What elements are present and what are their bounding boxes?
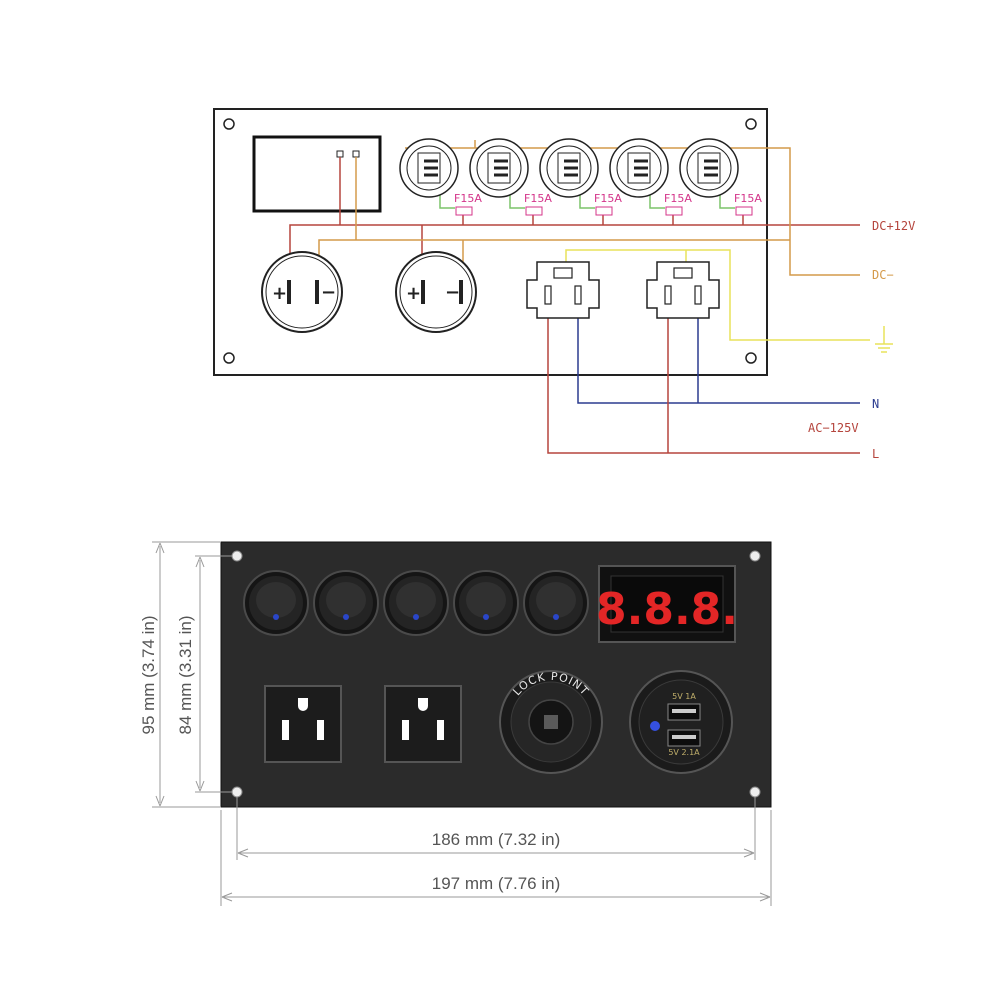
led-indicator <box>483 614 489 620</box>
wire-neutral <box>577 318 860 404</box>
voltmeter-terminal <box>336 150 344 158</box>
screw-hole <box>231 786 243 798</box>
dimension-width-inner: 186 mm (7.32 in) <box>432 830 561 849</box>
socket-positive-label: + <box>406 283 421 304</box>
wire-switch-link <box>439 190 455 209</box>
dc-socket: + − <box>261 251 343 333</box>
fuse-label: F15A <box>454 192 482 205</box>
led-indicator <box>343 614 349 620</box>
led-indicator <box>273 614 279 620</box>
mount-hole <box>745 118 757 130</box>
dimension-height-inner: 84 mm (3.31 in) <box>176 615 195 734</box>
led-indicator <box>553 614 559 620</box>
rocker-switch <box>539 138 599 198</box>
label-dc-negative: DC− <box>872 268 894 282</box>
wire-ground <box>565 249 870 341</box>
fuse: F15A <box>664 192 692 216</box>
photo-rocker-switches <box>243 570 589 636</box>
rocker-switch <box>399 138 459 198</box>
voltmeter-outline <box>252 135 382 213</box>
rocker-switches <box>399 138 739 198</box>
ac-outlet <box>646 261 720 319</box>
socket-negative-label: − <box>321 282 336 303</box>
cigarette-lighter-socket[interactable]: LOCK POINT <box>499 670 603 774</box>
fuse: F15A <box>594 192 622 216</box>
screw-hole <box>749 550 761 562</box>
voltmeter-display: 8.8.8. <box>596 565 738 643</box>
dc-socket: + − <box>395 251 477 333</box>
wire-switch-link <box>719 190 735 209</box>
mount-hole <box>223 352 235 364</box>
fuse: F15A <box>524 192 552 216</box>
ac-outlet-photo <box>264 685 342 763</box>
rocker-switch-button[interactable] <box>453 570 519 636</box>
wire-live <box>547 318 860 454</box>
led-indicator <box>413 614 419 620</box>
rocker-switch <box>609 138 669 198</box>
rocker-switch-button[interactable] <box>383 570 449 636</box>
ac-outlet <box>526 261 600 319</box>
fuse-label: F15A <box>664 192 692 205</box>
usb-label-bottom: 5V 2.1A <box>668 748 700 757</box>
dimension-lines <box>152 541 772 906</box>
wire-dc-negative <box>318 239 790 262</box>
rocker-switch <box>469 138 529 198</box>
wire-switch-link <box>579 190 595 209</box>
fuse-label: F15A <box>524 192 552 205</box>
wires <box>289 140 870 454</box>
wire-dc-positive <box>289 224 860 262</box>
fuse: F15A <box>734 192 762 216</box>
ground-icon <box>875 326 893 353</box>
dimension-width-outer: 197 mm (7.76 in) <box>432 874 561 893</box>
socket-negative-label: − <box>445 282 460 303</box>
fuses: F15A F15A F15A F15A F15A <box>454 192 762 216</box>
label-ac-voltage: AC−125V <box>808 421 859 435</box>
voltmeter-readout: 8.8.8. <box>596 584 738 635</box>
screw-hole <box>749 786 761 798</box>
dimension-height-outer: 95 mm (3.74 in) <box>139 615 158 734</box>
panel-photo: 8.8.8. LOCK POINT <box>220 541 772 808</box>
mount-hole <box>223 118 235 130</box>
rocker-switch <box>679 138 739 198</box>
fuse-label: F15A <box>734 192 762 205</box>
rocker-switch-button[interactable] <box>313 570 379 636</box>
ac-outlet-photo <box>384 685 462 763</box>
screw-hole <box>231 550 243 562</box>
label-dc-positive: DC+12V <box>872 219 915 233</box>
usb-charger: 5V 1A 5V 2.1A <box>629 670 733 774</box>
wire-switch-link <box>509 190 525 209</box>
socket-positive-label: + <box>272 283 287 304</box>
rocker-switch-button[interactable] <box>243 570 309 636</box>
label-neutral: N <box>872 397 879 411</box>
rocker-switch-button[interactable] <box>523 570 589 636</box>
wire-switch-link <box>649 190 665 209</box>
wiring-diagram: F15A F15A F15A F15A F15A <box>213 108 915 461</box>
wire-dc-negative-bus <box>405 147 860 276</box>
fuse-label: F15A <box>594 192 622 205</box>
label-live: L <box>872 447 879 461</box>
usb-label-top: 5V 1A <box>672 692 696 701</box>
voltmeter-terminal <box>352 150 360 158</box>
usb-led-indicator <box>650 721 660 731</box>
fuse: F15A <box>454 192 482 216</box>
mount-hole <box>745 352 757 364</box>
